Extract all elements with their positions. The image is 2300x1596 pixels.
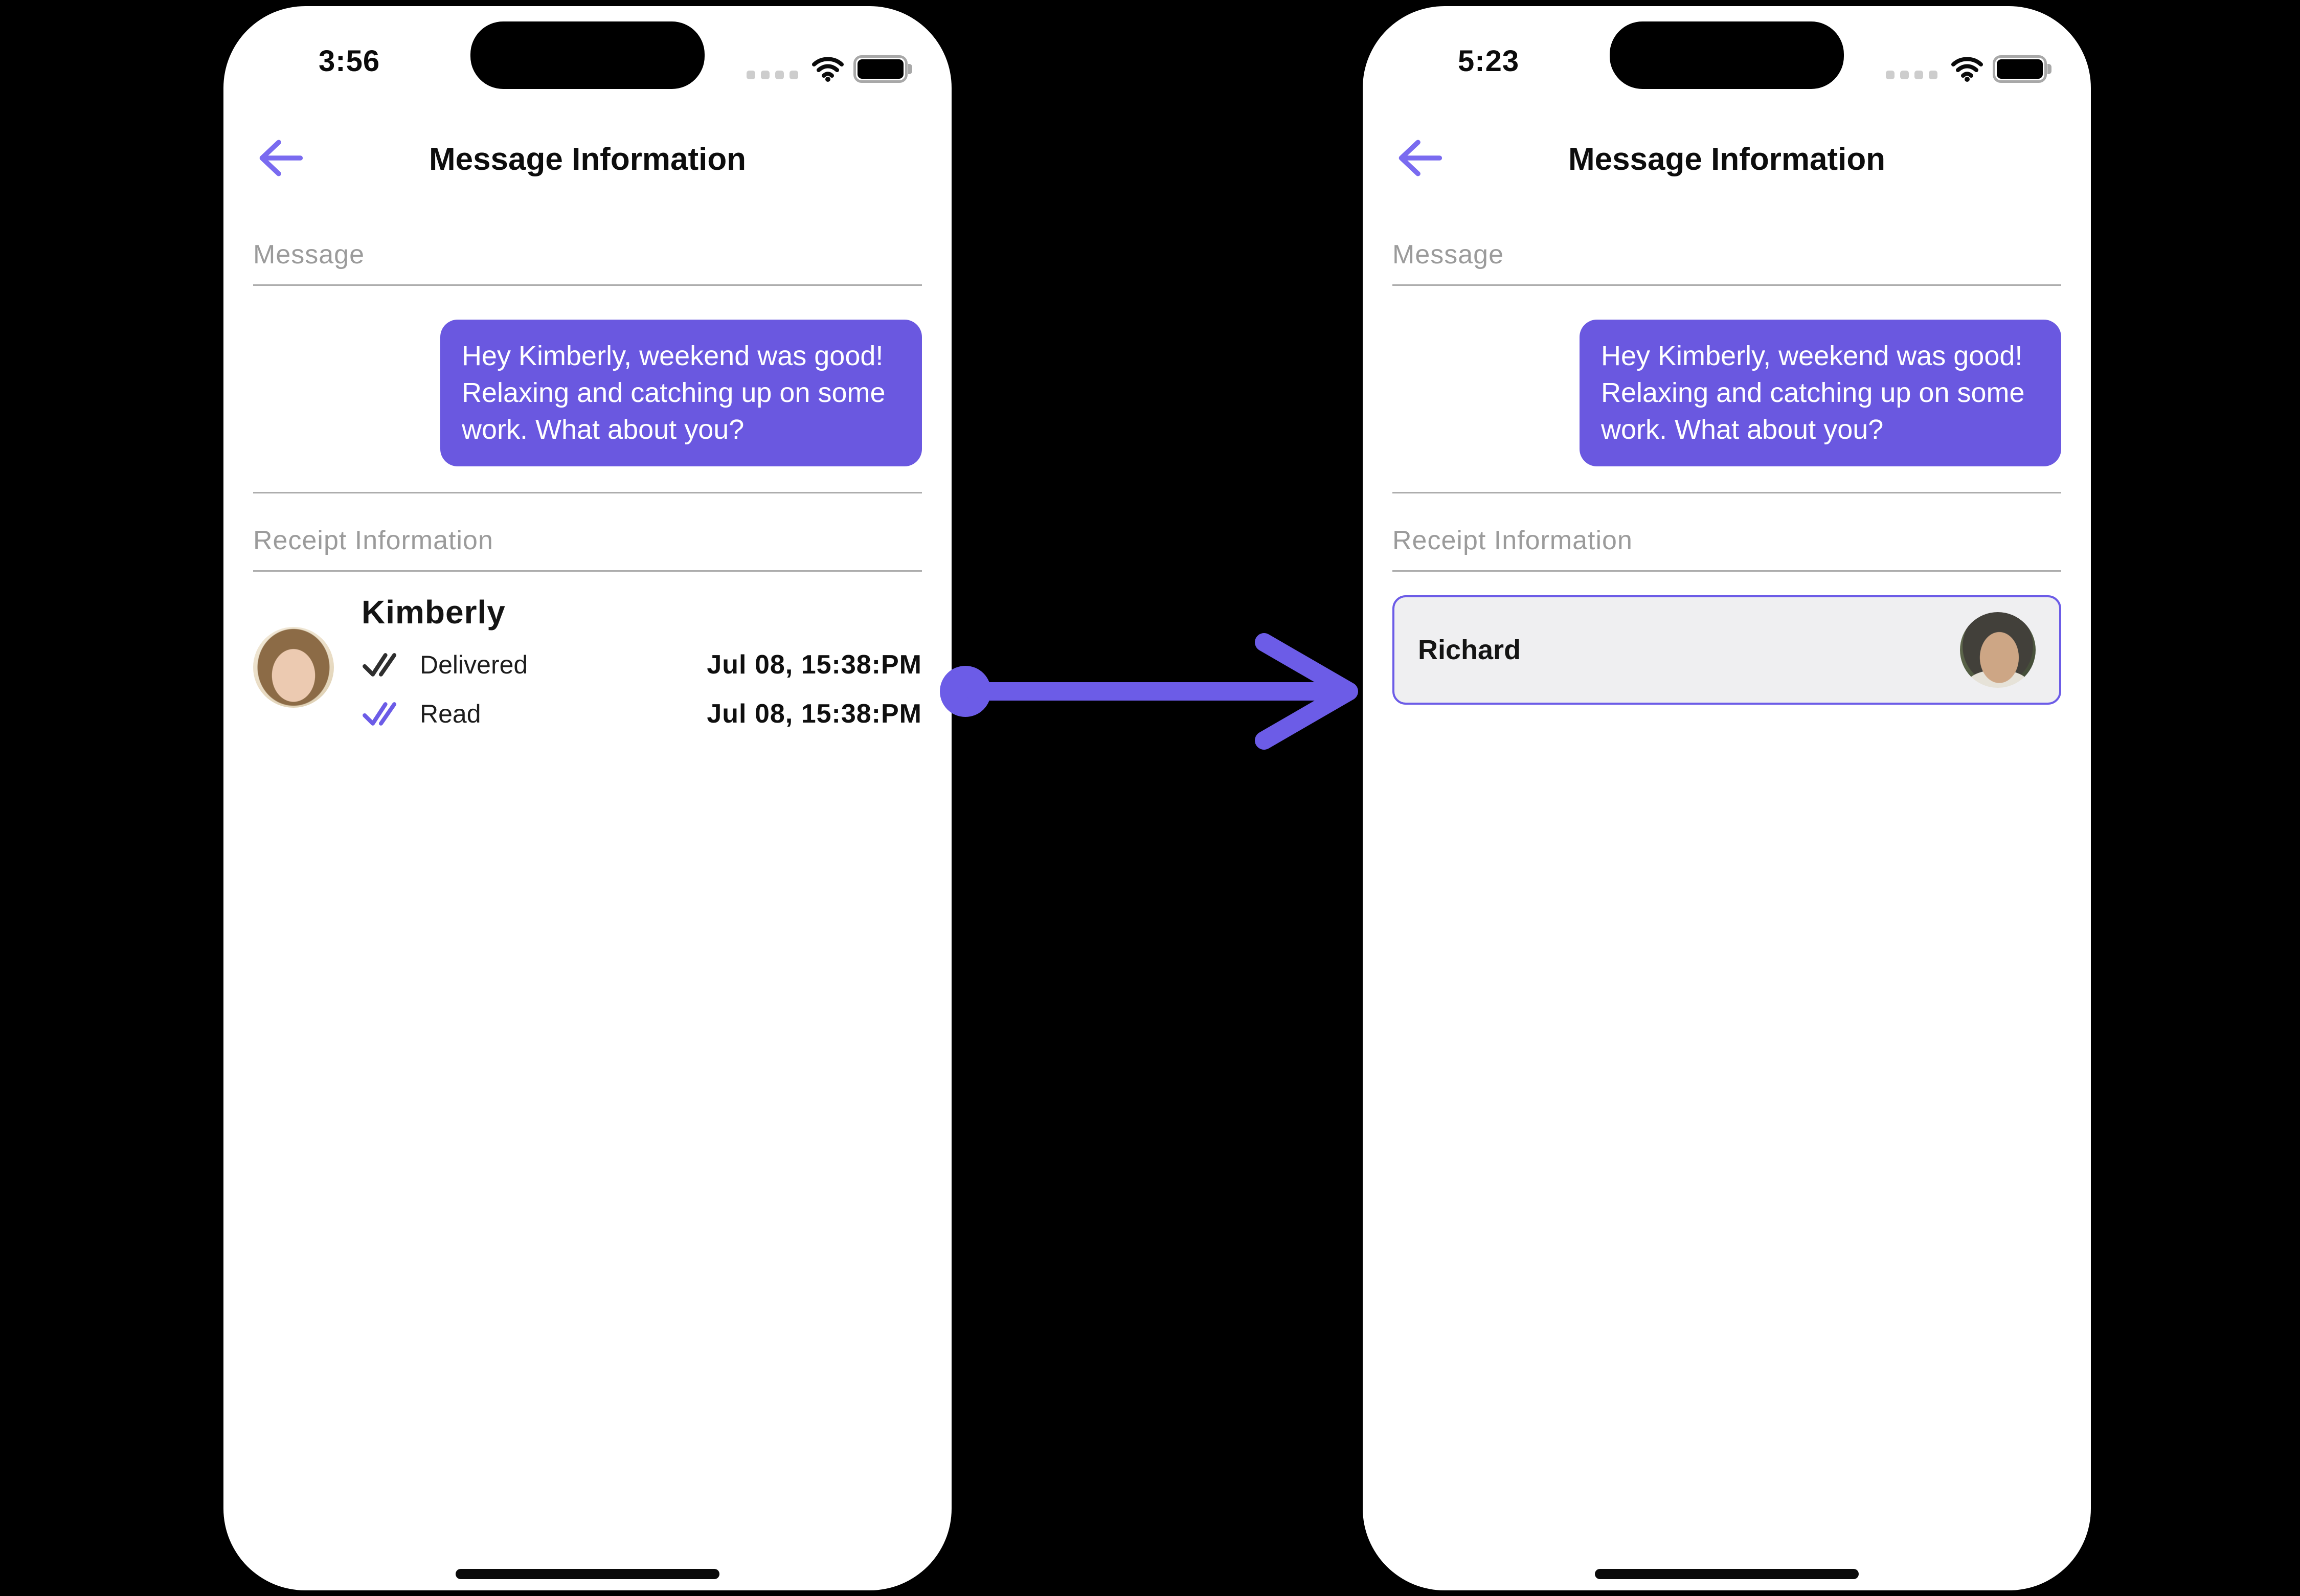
transition-arrow [940,633,1358,750]
page-title: Message Information [429,142,747,177]
battery-icon [1993,55,2051,83]
notch [470,21,705,89]
receipt-status: Read [420,700,481,729]
home-indicator[interactable] [1595,1569,1859,1579]
status-time: 5:23 [1458,44,1520,78]
receipt-timestamp: Jul 08, 15:38:PM [707,699,922,729]
divider [1392,492,2061,494]
receipt-row-read: Read Jul 08, 15:38:PM [362,699,922,729]
page-title: Message Information [1568,142,1886,177]
message-section-label: Message [253,240,365,269]
reader-avatar [1960,612,2036,688]
cellular-signal-icon [747,59,798,79]
notch [1610,21,1844,89]
home-indicator[interactable] [456,1569,719,1579]
contact-avatar [253,627,334,708]
receipt-timestamp: Jul 08, 15:38:PM [707,650,922,680]
phone-left: 3:56 Message Information Message [223,6,952,1590]
message-bubble: Hey Kimberly, weekend was good! Relaxing… [440,320,922,467]
contact-name: Kimberly [362,594,506,631]
cellular-signal-icon [1886,59,1937,79]
message-section-label: Message [1392,240,1504,269]
divider [253,492,922,494]
double-check-icon [363,653,397,677]
navigation-bar: Message Information [253,133,922,190]
reader-name: Richard [1418,635,1521,666]
back-arrow-icon[interactable] [1394,136,1444,180]
reader-card[interactable]: Richard [1392,595,2061,705]
receipt-section-label: Receipt Information [1392,526,1633,556]
back-arrow-icon[interactable] [255,136,304,180]
divider [1392,570,2061,572]
message-bubble: Hey Kimberly, weekend was good! Relaxing… [1580,320,2061,467]
battery-icon [853,55,912,83]
navigation-bar: Message Information [1392,133,2061,190]
status-time: 3:56 [319,44,380,78]
wifi-icon [1951,57,1983,82]
status-bar: 3:56 [223,6,952,114]
double-check-icon [363,702,397,726]
divider [253,570,922,572]
receipt-status: Delivered [420,650,528,680]
status-icons [747,55,912,83]
status-bar: 5:23 [1363,6,2091,114]
receipt-row-delivered: Delivered Jul 08, 15:38:PM [362,649,922,680]
phone-right: 5:23 Message Information Message [1363,6,2091,1590]
wifi-icon [812,57,844,82]
status-icons [1886,55,2051,83]
divider [253,284,922,286]
divider [1392,284,2061,286]
receipt-contact: Kimberly Delivered Jul 08, 15:38:PM Read… [253,593,922,729]
receipt-section-label: Receipt Information [253,526,493,556]
